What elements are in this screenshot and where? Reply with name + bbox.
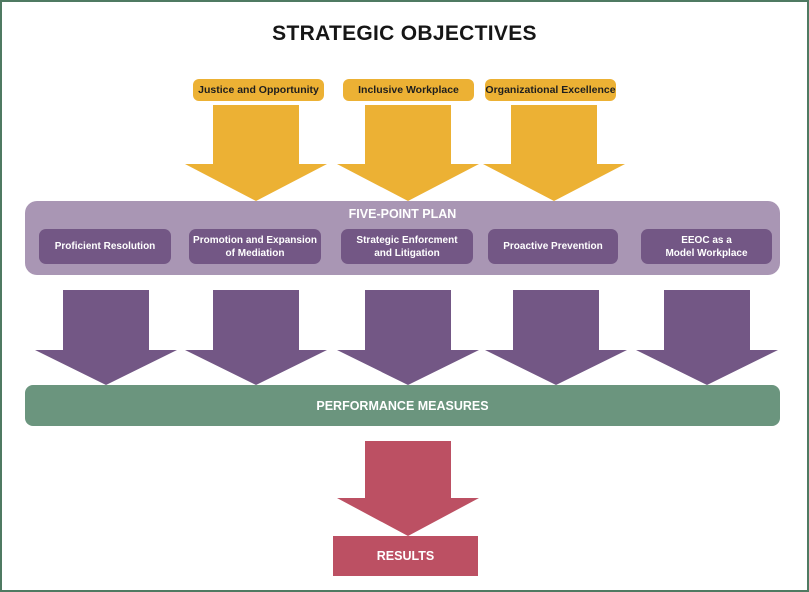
results-box: RESULTS [333, 536, 478, 576]
performance-measures-bar: PERFORMANCE MEASURES [25, 385, 780, 426]
plan-item-proficient-resolution: Proficient Resolution [39, 229, 171, 264]
objective-organizational-excellence: Organizational Excellence [485, 79, 616, 101]
objective-inclusive-workplace: Inclusive Workplace [343, 79, 474, 101]
plan-arrow-1 [35, 290, 177, 385]
plan-item-strategic-enforcement: Strategic Enforcment and Litigation [341, 229, 473, 264]
plan-arrow-5 [636, 290, 778, 385]
plan-item-proactive-prevention: Proactive Prevention [488, 229, 618, 264]
plan-arrow-2 [185, 290, 327, 385]
objective-arrow-2 [337, 105, 479, 201]
five-point-plan-title: FIVE-POINT PLAN [348, 207, 457, 221]
plan-arrow-3 [337, 290, 479, 385]
objective-arrow-1 [185, 105, 327, 201]
plan-arrow-4 [485, 290, 627, 385]
objective-justice-and-opportunity: Justice and Opportunity [193, 79, 324, 101]
results-arrow [337, 441, 479, 536]
diagram-title: STRATEGIC OBJECTIVES [272, 22, 537, 45]
plan-item-model-workplace: EEOC as a Model Workplace [641, 229, 772, 264]
objective-arrow-3 [483, 105, 625, 201]
plan-item-mediation: Promotion and Expansion of Mediation [189, 229, 321, 264]
